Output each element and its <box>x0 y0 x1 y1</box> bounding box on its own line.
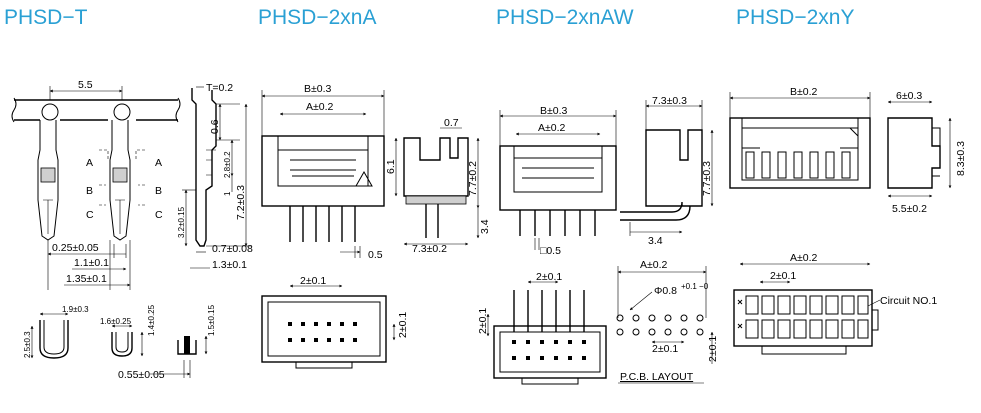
title-phsd-2xny: PHSD−2xnY <box>736 6 854 29</box>
vertical-row-pitch-dim: 2±0.1 <box>397 312 409 338</box>
housing-circuit-label: Circuit NO.1 <box>880 295 937 307</box>
housing-bottom-drawing: A±0.2 2±0.1 Circuit NO.1 <box>733 252 937 355</box>
terminal-dim-2-8: 2.8±0.2 <box>223 151 232 178</box>
title-phsd-t: PHSD−T <box>4 6 88 29</box>
terminal-section-dim-1-9: 1.9±0.3 <box>62 305 89 314</box>
vertical-header-front-drawing: B±0.3 A±0.2 0.5 <box>261 83 385 261</box>
title-phsd-2xnaw: PHSD−2xnAW <box>496 6 634 29</box>
housing-side-height: 8.3±0.3 <box>955 141 967 176</box>
terminal-pitch-label: 5.5 <box>78 79 93 91</box>
right-angle-dim-3-4: 3.4 <box>648 235 663 247</box>
pcb-hole-dim: Φ0.8 <box>654 285 677 297</box>
right-angle-pitch-dim: 2±0.1 <box>536 271 562 283</box>
terminal-dim-1-35: 1.35±0.1 <box>66 273 107 285</box>
terminal-section-dim-1-4: 1.4±0.25 <box>147 304 156 336</box>
vertical-header-bottom-drawing: 2±0.1 2±0.1 <box>261 275 409 369</box>
terminal-dim-1-3: 1.3±0.1 <box>212 259 247 271</box>
housing-a-dim: A±0.2 <box>790 252 818 264</box>
right-angle-side-width: 7.3±0.3 <box>652 95 687 107</box>
terminal-dim-0-6: 0.6 <box>209 119 221 134</box>
vertical-pitch-dim: 2±0.1 <box>300 275 326 287</box>
housing-side-base: 5.5±0.2 <box>892 203 927 215</box>
right-angle-side-height: 7.7±0.3 <box>701 161 713 196</box>
vertical-header-side-drawing: 0.7 6.1 7.7±0.2 3.4 7.3±0.2 <box>385 117 491 255</box>
vertical-b-dim: B±0.3 <box>304 83 332 95</box>
housing-side-width: 6±0.3 <box>896 90 922 102</box>
right-angle-row-pitch-dim: 2±0.1 <box>477 308 489 334</box>
right-angle-bottom-drawing: 2±0.1 2±0.1 <box>477 271 607 385</box>
pcb-a-dim: A±0.2 <box>640 259 668 271</box>
vertical-dim-0-5: 0.5 <box>368 249 383 261</box>
vertical-dim-3-4: 3.4 <box>479 219 491 234</box>
terminal-section-b-right: B <box>155 185 162 197</box>
terminal-section-a-right: A <box>155 157 162 169</box>
terminal-section-c-right: C <box>155 209 163 221</box>
pcb-hole-tol: +0.1 −0 <box>681 282 709 291</box>
terminal-side-drawing: T=0.2 0.6 2.8±0.2 1 7.2±0.3 3.2±0.15 0.7… <box>177 82 253 271</box>
terminal-dim-7-2: 7.2±0.3 <box>235 185 247 220</box>
terminal-section-c-left: C <box>86 209 94 221</box>
right-angle-front-drawing: B±0.3 A±0.2 □0.5 <box>499 105 617 257</box>
terminal-section-dim-1-6: 1.6±0.25 <box>100 317 132 326</box>
vertical-top-dim: 0.7 <box>444 117 459 129</box>
pcb-layout-label: P.C.B. LAYOUT <box>620 371 694 383</box>
terminal-dim-0-25: 0.25±0.05 <box>52 242 99 254</box>
terminal-sections-drawing: 1.9±0.3 2.5±0.3 1.6±0.25 1.4±0.25 1.5±0.… <box>23 304 216 381</box>
terminal-section-a-left: A <box>86 157 93 169</box>
terminal-section-dim-2-5: 2.5±0.3 <box>23 331 32 358</box>
right-angle-b-dim: B±0.3 <box>540 105 568 117</box>
housing-pitch-dim: 2±0.1 <box>770 270 796 282</box>
housing-front-slots <box>745 151 851 179</box>
right-angle-a-dim: A±0.2 <box>538 122 566 134</box>
vertical-pin-grid <box>288 322 357 342</box>
pcb-row-pitch-dim: 2±0.1 <box>707 336 719 362</box>
terminal-section-dim-1-5: 1.5±0.15 <box>207 304 216 336</box>
housing-side-drawing: 6±0.3 8.3±0.3 5.5±0.2 <box>887 90 967 215</box>
terminal-carrier-drawing: 5.5 A A B B C C 0.25±0.05 1.1±0.1 1.35±0… <box>11 79 181 290</box>
vertical-dim-7-3: 7.3±0.2 <box>412 243 447 255</box>
terminal-section-b-left: B <box>86 185 93 197</box>
terminal-dim-1-1: 1.1±0.1 <box>74 257 109 269</box>
terminal-dim-0-7: 0.7±0.08 <box>212 243 253 255</box>
housing-front-drawing: B±0.2 <box>729 86 871 189</box>
vertical-dim-7-7: 7.7±0.2 <box>467 161 479 196</box>
housing-b-dim: B±0.2 <box>790 86 818 98</box>
right-angle-pin-square: □0.5 <box>540 245 561 257</box>
vertical-a-dim: A±0.2 <box>306 101 334 113</box>
title-phsd-2xna: PHSD−2xnA <box>258 6 376 29</box>
pcb-pitch-dim: 2±0.1 <box>652 343 678 355</box>
right-angle-side-drawing: 7.3±0.3 7.7±0.3 3.4 <box>620 95 714 247</box>
vertical-height-dim: 6.1 <box>385 159 397 174</box>
housing-cavity-grid <box>745 295 869 339</box>
terminal-dim-1: 1 <box>223 191 232 196</box>
terminal-thickness-label: T=0.2 <box>206 82 233 94</box>
terminal-section-dim-0-55: 0.55±0.05 <box>118 369 165 381</box>
pcb-layout-drawing: A±0.2 Φ0.8 +0.1 −0 2±0.1 2±0.1 P.C.B. LA… <box>616 259 719 384</box>
pcb-hole-grid <box>616 314 704 336</box>
terminal-dim-3-2: 3.2±0.15 <box>177 206 186 238</box>
